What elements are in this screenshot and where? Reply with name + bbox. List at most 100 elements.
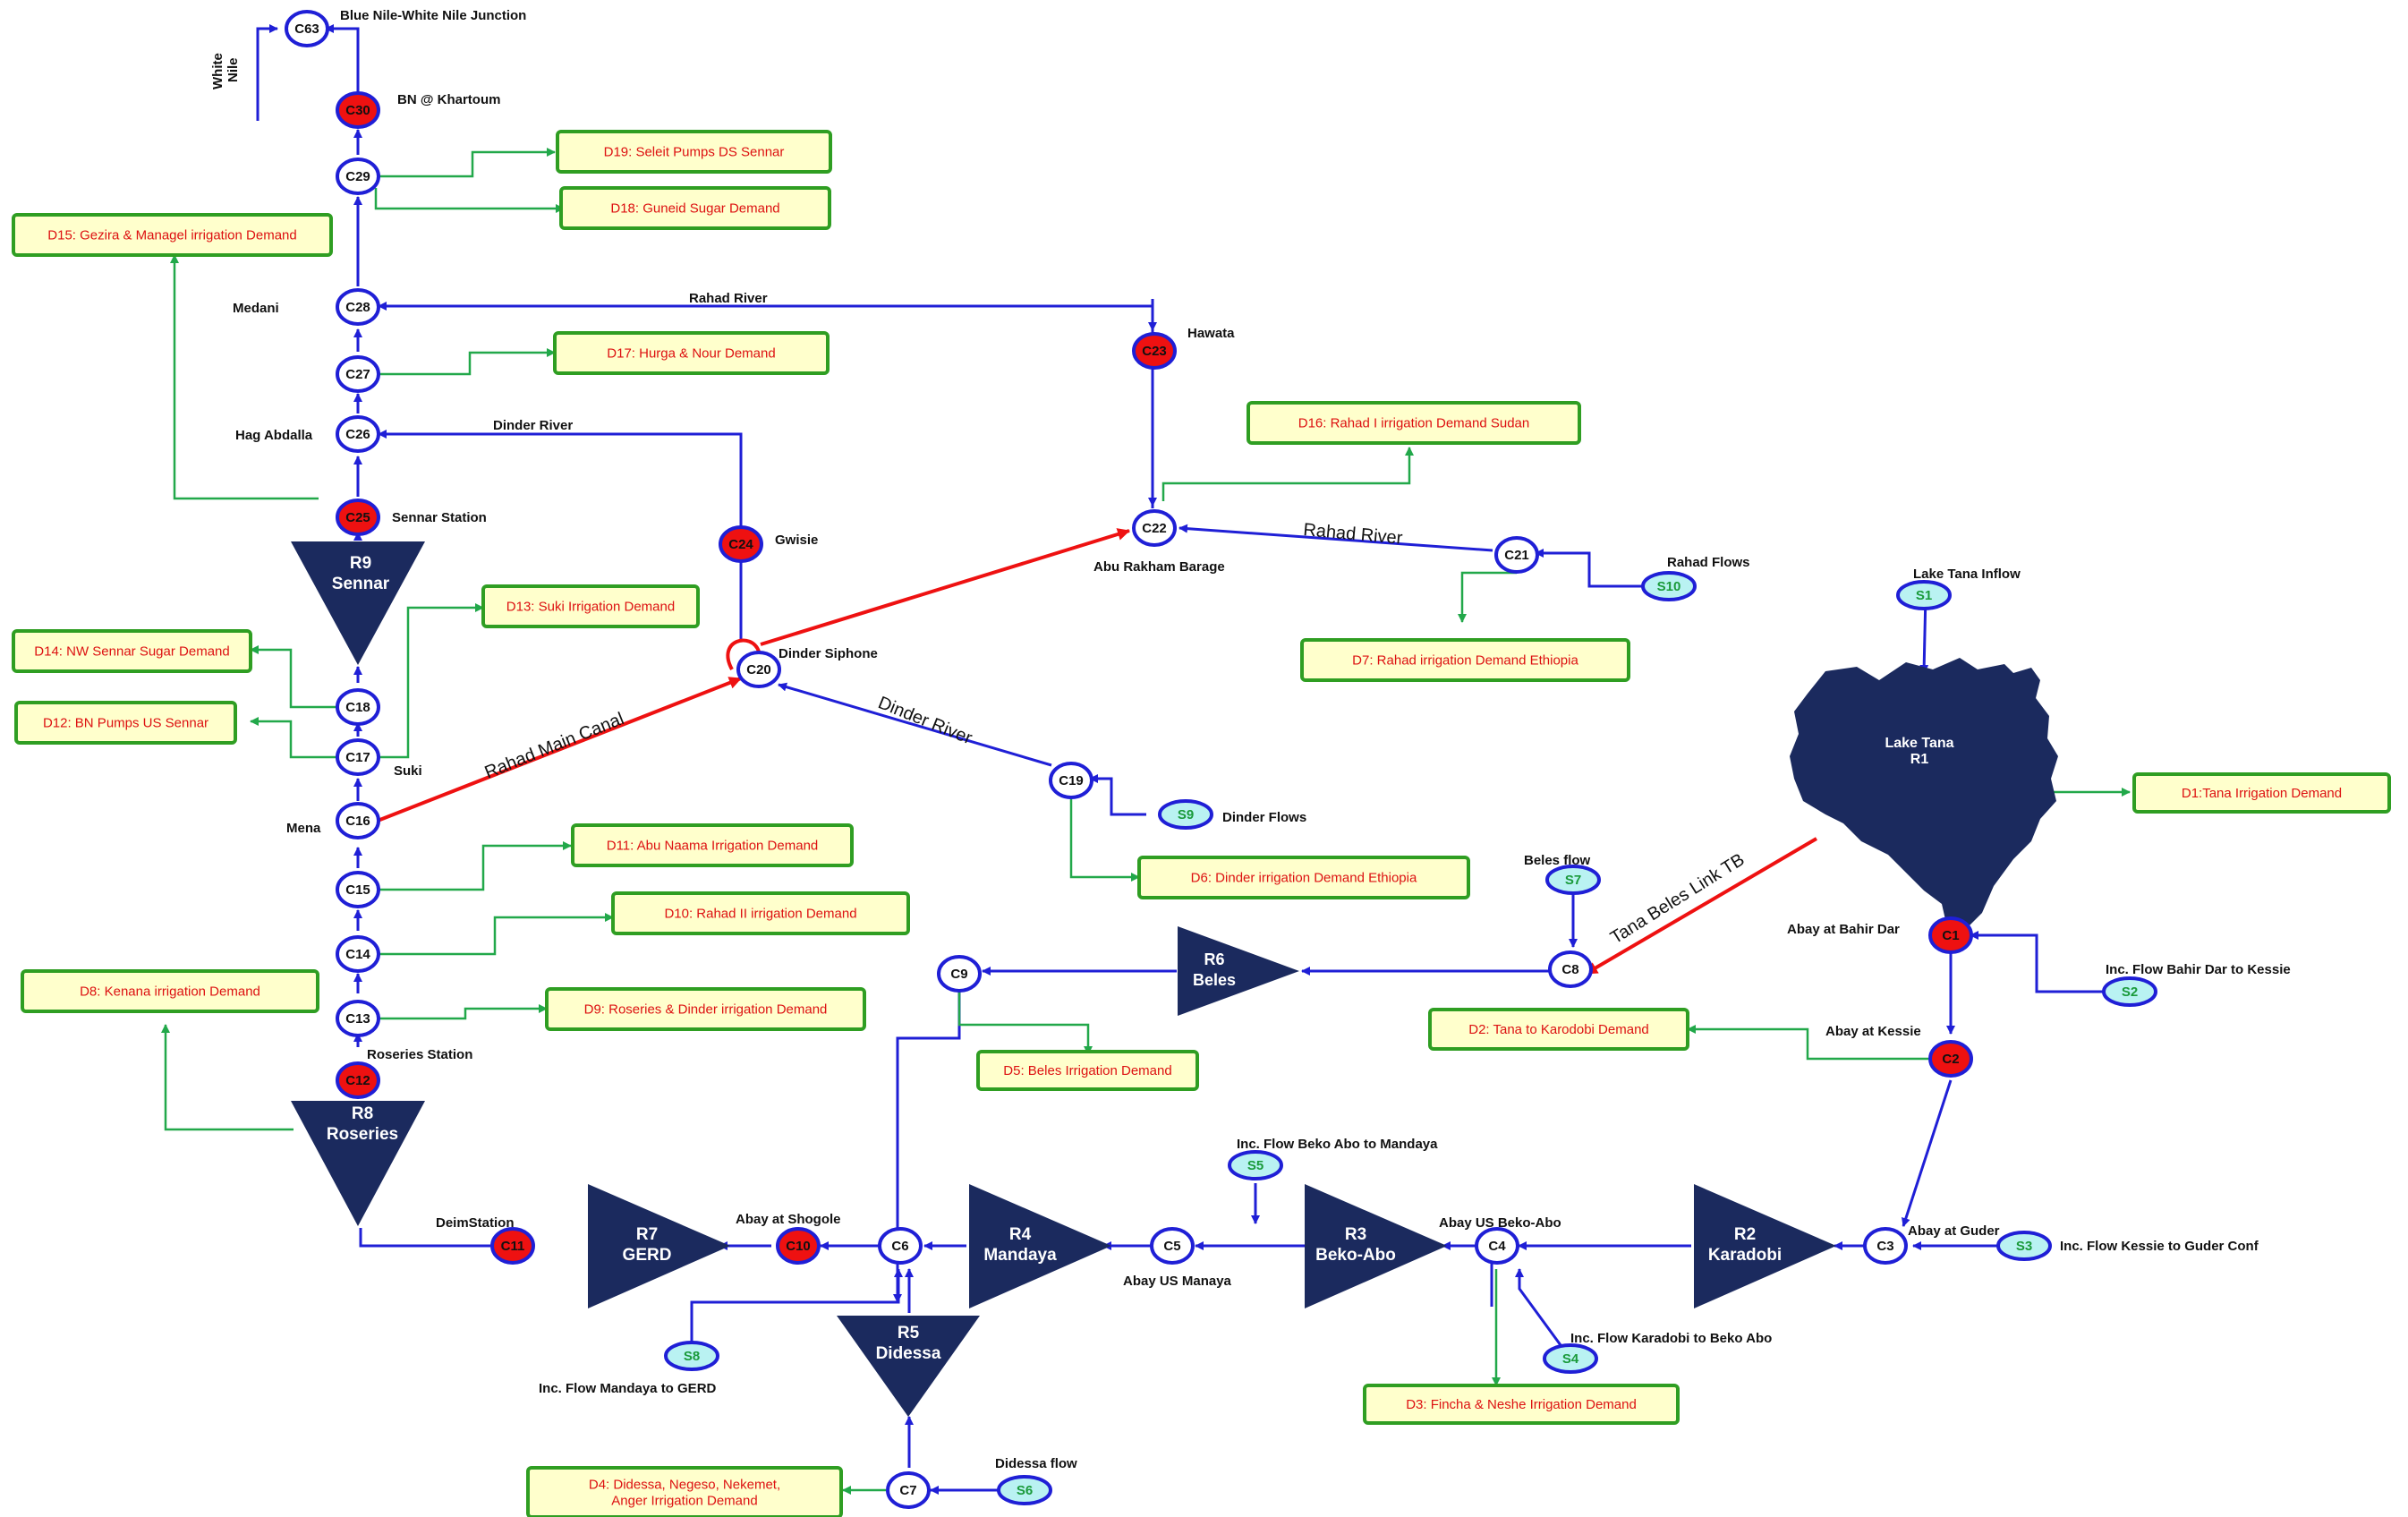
node-c29[interactable]: C29 [336,158,380,195]
node-c18-label: C18 [345,700,370,715]
demand-d10[interactable]: D10: Rahad II irrigation Demand [611,891,910,935]
node-c12[interactable]: C12 [336,1061,380,1099]
label-abay-us-beko-abo: Abay US Beko-Abo [1439,1215,1561,1231]
source-s10-shape [1641,571,1697,601]
reservoir-r5[interactable]: R5 Didessa [837,1316,980,1417]
node-c14[interactable]: C14 [336,935,380,973]
node-c5[interactable]: C5 [1150,1227,1195,1265]
node-c6[interactable]: C6 [878,1227,923,1265]
source-s3[interactable]: S3 [1996,1231,2052,1261]
demand-d1[interactable]: D1:Tana Irrigation Demand [2132,772,2391,814]
demand-d12[interactable]: D12: BN Pumps US Sennar [14,701,237,745]
node-c19[interactable]: C19 [1049,762,1093,799]
demand-d9[interactable]: D9: Roseries & Dinder irrigation Demand [545,987,866,1031]
node-c15-label: C15 [345,882,370,898]
node-c30[interactable]: C30 [336,91,380,129]
node-c25-label: C25 [345,510,370,525]
node-c6-label: C6 [891,1239,908,1254]
source-s6[interactable]: S6 [997,1475,1052,1505]
rahad-canal-to-c22 [760,528,1130,646]
node-c4[interactable]: C4 [1475,1227,1519,1265]
reservoir-r2[interactable]: R2 Karadobi [1694,1184,1836,1308]
source-s5[interactable]: S5 [1228,1150,1283,1180]
demand-link [1687,1025,1928,1061]
node-c28-circle [336,288,380,326]
demand-d3[interactable]: D3: Fincha & Neshe Irrigation Demand [1363,1384,1680,1425]
node-c2[interactable]: C2 [1928,1040,1973,1078]
reservoir-r4-shape [969,1184,1111,1308]
label-bn-khartoum: BN @ Khartoum [397,92,500,107]
demand-link [379,841,572,891]
source-s10[interactable]: S10 [1641,571,1697,601]
demand-d17[interactable]: D17: Hurga & Nour Demand [553,331,830,375]
node-c17[interactable]: C17 [336,738,380,776]
demand-d7[interactable]: D7: Rahad irrigation Demand Ethiopia [1300,638,1630,682]
source-s1[interactable]: S1 [1896,580,1952,610]
node-c27[interactable]: C27 [336,355,380,393]
node-c23-label: C23 [1142,344,1167,359]
node-c10[interactable]: C10 [776,1227,821,1265]
node-c18-circle [336,688,380,726]
demand-d4[interactable]: D4: Didessa, Negeso, Nekemet,Anger Irrig… [526,1466,843,1517]
node-c25[interactable]: C25 [336,499,380,536]
node-c8[interactable]: C8 [1548,950,1593,988]
label-inc-bahir-dar-kessie: Inc. Flow Bahir Dar to Kessie [2106,962,2291,977]
demand-d15[interactable]: D15: Gezira & Managel irrigation Demand [12,213,333,257]
reservoir-r7-name: GERD [623,1246,672,1265]
reservoir-r2-id: R2 [1734,1225,1756,1244]
node-c7[interactable]: C7 [886,1471,931,1509]
demand-d19[interactable]: D19: Seleit Pumps DS Sennar [556,130,832,174]
node-c4-label: C4 [1488,1239,1506,1254]
source-s2[interactable]: S2 [2102,976,2157,1007]
node-c26[interactable]: C26 [336,415,380,453]
label-dinder-river-diag: Dinder River [875,693,975,748]
demand-d5-label: D5: Beles Irrigation Demand [1003,1063,1171,1078]
demand-d13[interactable]: D13: Suki Irrigation Demand [481,584,700,628]
node-c30-circle [336,91,380,129]
node-c23[interactable]: C23 [1132,332,1177,370]
reservoir-r3-id: R3 [1345,1225,1366,1244]
demand-d11[interactable]: D11: Abu Naama Irrigation Demand [571,823,854,867]
node-c28[interactable]: C28 [336,288,380,326]
demand-d5[interactable]: D5: Beles Irrigation Demand [976,1050,1199,1091]
demand-links [161,148,2131,1495]
node-c15[interactable]: C15 [336,871,380,908]
demand-d18[interactable]: D18: Guneid Sugar Demand [559,186,831,230]
source-s7[interactable]: S7 [1545,865,1601,895]
source-s4[interactable]: S4 [1543,1343,1598,1374]
reservoir-r4[interactable]: R4 Mandaya [969,1184,1111,1308]
node-c11[interactable]: C11 [490,1227,535,1265]
node-c24[interactable]: C24 [719,525,763,563]
canals [377,528,1818,976]
demand-d15-box [12,213,333,257]
source-s8[interactable]: S8 [664,1341,719,1371]
node-c16-circle [336,802,380,839]
demand-d8[interactable]: D8: Kenana irrigation Demand [21,969,319,1013]
node-c1[interactable]: C1 [1928,916,1973,954]
demand-d16[interactable]: D16: Rahad I irrigation Demand Sudan [1247,401,1581,445]
node-c20[interactable]: C20 [736,651,781,688]
node-c21[interactable]: C21 [1494,536,1539,574]
reservoir-r6[interactable]: R6 Beles [1178,926,1299,1016]
reservoir-r7[interactable]: R7 GERD [588,1184,730,1308]
node-c16[interactable]: C16 [336,802,380,839]
reservoir-r8[interactable]: R8 Roseries [291,1101,425,1226]
source-s3-shape [1996,1231,2052,1261]
source-s9[interactable]: S9 [1158,799,1213,830]
node-c18[interactable]: C18 [336,688,380,726]
demand-d14[interactable]: D14: NW Sennar Sugar Demand [12,629,252,673]
reservoir-r9[interactable]: R9 Sennar [291,541,425,665]
demand-d2[interactable]: D2: Tana to Karodobi Demand [1428,1008,1689,1051]
demand-link [161,1024,294,1131]
node-c9[interactable]: C9 [937,955,982,993]
node-c29-circle [336,158,380,195]
river-link [778,682,1052,767]
demand-link [1161,447,1414,501]
reservoir-r3[interactable]: R3 Beko-Abo [1305,1184,1447,1308]
node-c13[interactable]: C13 [336,1000,380,1037]
dinder-siphone-loop [726,638,761,670]
demand-d6[interactable]: D6: Dinder irrigation Demand Ethiopia [1137,856,1470,899]
node-c22[interactable]: C22 [1132,509,1177,547]
node-c63[interactable]: C63 [285,10,329,47]
node-c3[interactable]: C3 [1863,1227,1908,1265]
